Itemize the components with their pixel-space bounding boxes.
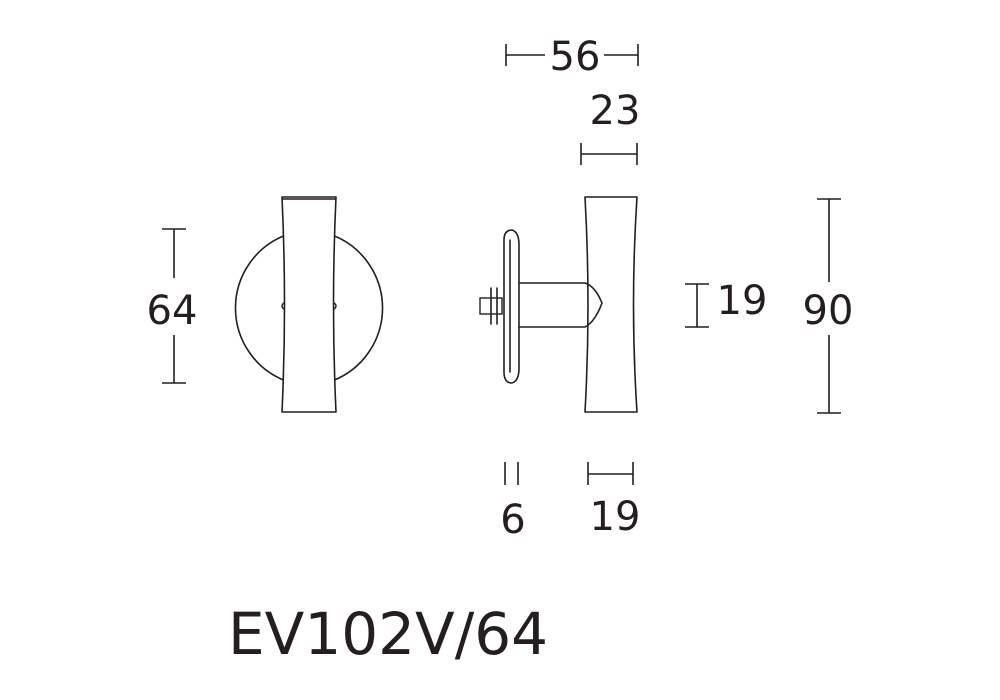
dim-overall-depth-label: 56 — [550, 34, 601, 80]
dimension-lines — [162, 44, 841, 485]
side-rose-plate — [503, 229, 520, 384]
dim-stem-height-lines — [685, 283, 709, 328]
dim-handle-depth-lines — [580, 143, 638, 165]
front-handle — [281, 196, 337, 413]
dim-front-height-label: 64 — [147, 288, 198, 334]
dim-stem-height-label: 19 — [717, 278, 768, 324]
dim-stem-length-lines — [587, 462, 634, 485]
side-stem — [518, 282, 603, 328]
dim-rose-thickness-lines — [504, 462, 519, 485]
model-code: EV102V/64 — [228, 600, 548, 668]
dim-overall-height-label: 90 — [803, 288, 854, 334]
dim-stem-length-label: 19 — [590, 494, 641, 540]
side-handle — [584, 196, 638, 413]
dim-handle-depth-label: 23 — [590, 88, 641, 134]
dim-rose-thickness-label: 6 — [500, 497, 525, 543]
front-rose — [234, 234, 384, 382]
side-view — [479, 196, 638, 413]
dim-front-height-lines — [162, 228, 186, 384]
front-view — [234, 196, 384, 413]
dim-overall-height-lines — [817, 198, 841, 414]
dim-overall-depth-lines — [505, 44, 639, 66]
